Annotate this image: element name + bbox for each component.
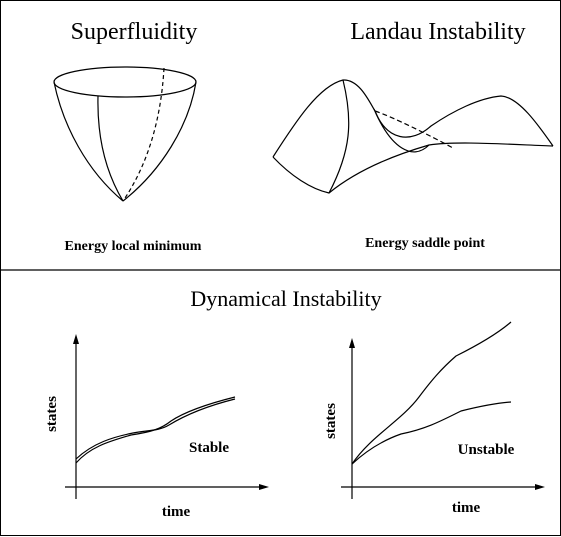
saddle-left-meridian xyxy=(328,79,350,194)
energy-saddle-surface xyxy=(272,79,554,194)
landau-title: Landau Instability xyxy=(350,19,525,45)
unstable-y-label: states xyxy=(323,403,339,439)
saddle-center-curve xyxy=(373,108,430,153)
stable-y-arrow-icon xyxy=(73,334,79,344)
stable-label: Stable xyxy=(189,440,229,456)
superfluidity-caption: Energy local minimum xyxy=(65,239,202,254)
unstable-curve-lower xyxy=(351,401,512,465)
unstable-plot: states time Unstable xyxy=(323,321,545,516)
saddle-hidden-curve xyxy=(374,110,454,149)
unstable-label: Unstable xyxy=(458,442,515,458)
stable-x-label: time xyxy=(162,504,191,520)
unstable-x-arrow-icon xyxy=(535,484,545,490)
saddle-front-edge xyxy=(272,142,554,194)
dynamical-title: Dynamical Instability xyxy=(190,286,381,311)
stable-curve-2 xyxy=(75,398,236,460)
energy-minimum-bowl xyxy=(53,66,197,202)
bowl-right-side xyxy=(122,81,197,202)
unstable-y-arrow-icon xyxy=(349,338,355,348)
unstable-curve-upper xyxy=(351,321,512,465)
superfluidity-title: Superfluidity xyxy=(71,19,198,45)
bowl-rim xyxy=(53,66,197,98)
saddle-back-ridge xyxy=(272,79,554,158)
landau-caption: Energy saddle point xyxy=(365,236,485,251)
bowl-back-meridian xyxy=(122,67,165,202)
unstable-x-label: time xyxy=(452,500,481,516)
stable-y-label: states xyxy=(44,396,60,432)
stable-x-arrow-icon xyxy=(259,484,269,490)
stable-plot: states time Stable xyxy=(44,334,269,520)
bowl-front-meridian xyxy=(97,95,124,202)
bowl-left-side xyxy=(53,81,124,202)
